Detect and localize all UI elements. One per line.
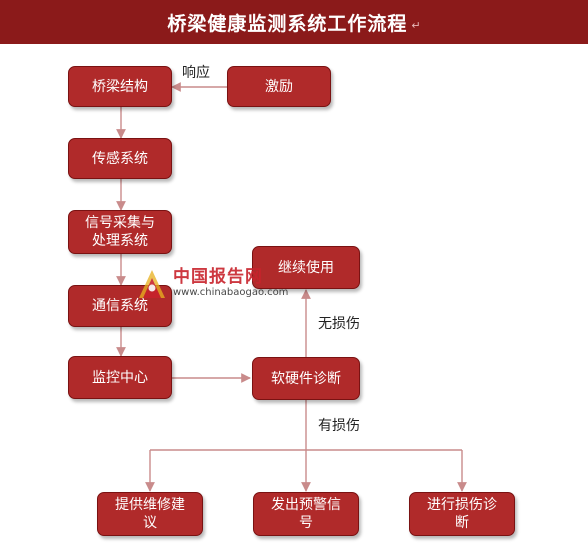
- watermark-url: www.chinabaogao.com: [173, 287, 289, 298]
- diagram-header: 桥梁健康监测系统工作流程 ↵: [0, 0, 588, 44]
- return-mark-icon: ↵: [411, 18, 421, 32]
- node-bridge-structure: 桥梁结构: [68, 66, 172, 107]
- node-monitoring-center: 监控中心: [68, 356, 172, 399]
- node-hardware-software-diagnosis: 软硬件诊断: [252, 357, 360, 400]
- node-excitation: 激励: [227, 66, 331, 107]
- node-signal-processing: 信号采集与处理系统: [68, 210, 172, 254]
- node-communication-system: 通信系统: [68, 285, 172, 327]
- label-response: 响应: [182, 65, 210, 81]
- node-damage-diagnosis: 进行损伤诊断: [409, 492, 515, 536]
- label-damaged: 有损伤: [318, 418, 360, 434]
- watermark: 中国报告网 www.chinabaogao.com: [133, 262, 293, 306]
- node-continue-use: 继续使用: [252, 246, 360, 289]
- node-warning-signal: 发出预警信号: [253, 492, 359, 536]
- watermark-logo-icon: [139, 270, 165, 298]
- node-repair-advice: 提供维修建议: [97, 492, 203, 536]
- diagram-title: 桥梁健康监测系统工作流程: [167, 12, 408, 35]
- watermark-name: 中国报告网: [173, 267, 263, 287]
- label-no-damage: 无损伤: [318, 316, 360, 332]
- node-sensing-system: 传感系统: [68, 138, 172, 179]
